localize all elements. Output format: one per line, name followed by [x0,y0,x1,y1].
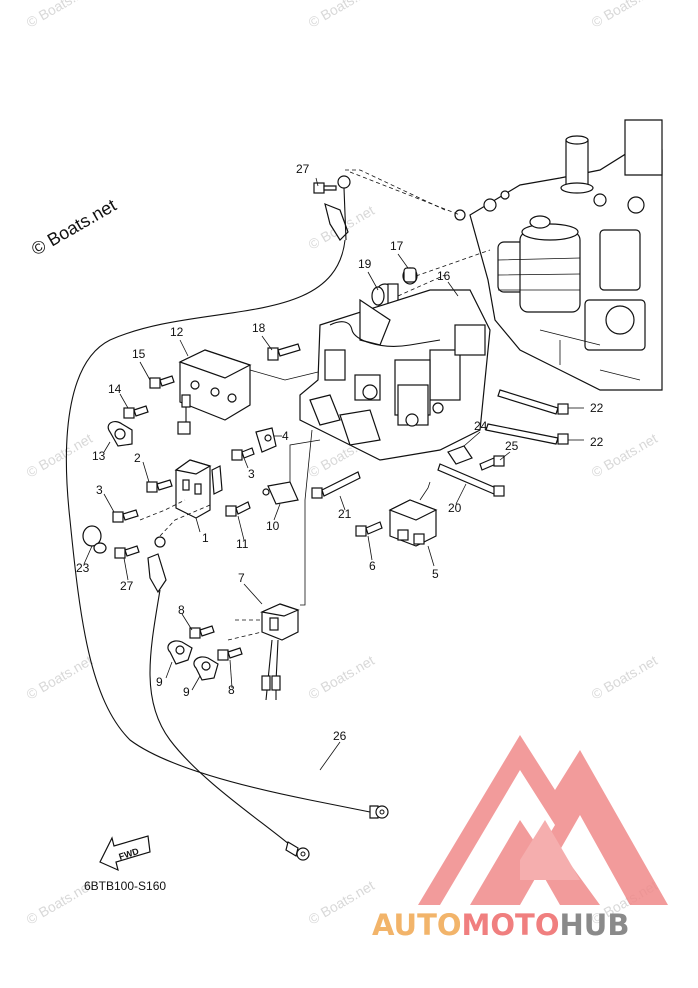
forward-arrow-icon: FWD [99,835,151,872]
callout-19: 19 [358,257,372,271]
screw-part-14 [123,405,149,419]
callout-17: 17 [390,239,404,253]
callout-3-right: 3 [248,467,255,481]
callout-27-lower: 27 [120,579,134,593]
callout-22-upper: 22 [590,401,604,415]
screw-part-15 [149,375,175,389]
callout-11: 11 [236,537,249,551]
callout-10: 10 [266,519,280,533]
callout-14: 14 [108,382,122,396]
screw-part-11 [225,501,251,517]
callout-16: 16 [437,269,451,283]
watermark: © Boats.net [24,430,96,481]
watermark: © Boats.net [589,0,661,31]
callout-22-lower: 22 [590,435,604,449]
cdi-unit-part-5 [388,499,438,547]
watermark: © Boats.net [306,652,378,703]
callout-1: 1 [202,531,209,545]
engine-block-illustration [454,119,663,391]
electrical-bracket-part-16 [299,289,491,461]
leader-line [300,429,313,606]
callout-18: 18 [252,321,266,335]
leader-dash [349,171,461,216]
screw-part-25 [479,455,505,471]
ring-terminal [369,805,389,819]
screw-part-2 [146,479,173,493]
callout-21: 21 [338,507,352,521]
bolt-part-21 [311,471,361,499]
callout-12: 12 [170,325,184,339]
clamp-part-9-lower [193,656,219,681]
leader-dash [397,274,446,297]
bolt-part-27-bottom [114,536,167,594]
leader-line [289,439,321,482]
clip-part-4 [255,427,277,453]
callout-9-upper: 9 [156,675,163,689]
callout-8-lower: 8 [228,683,235,697]
callout-27: 27 [296,162,310,176]
callout-3-left: 3 [96,483,103,497]
callout-4: 4 [282,429,289,443]
callout-15: 15 [132,347,146,361]
diagram-code: 6BTB100-S160 [84,879,166,893]
bolt-part-18 [267,343,301,361]
rectifier-part-12 [177,349,252,435]
bracket-part-24 [447,445,473,465]
leader-dash [159,504,211,537]
leader-dash [415,249,491,277]
watermark: © Boats.net [306,0,378,31]
callout-7: 7 [238,571,245,585]
bolt-part-22-lower [485,423,569,445]
bolt-part-27-top [313,175,351,241]
leader-line [249,369,319,381]
ring-terminal [285,841,310,861]
battery-cable-lower [149,589,291,846]
leader-dash [345,169,446,211]
leader-line [419,481,431,501]
callout-leaders [83,177,584,771]
watermark: © Boats.net [306,877,378,928]
callout-5: 5 [432,567,439,581]
automotohub-logo-icon [418,735,668,905]
callout-labels: 27 17 19 16 18 12 15 14 13 2 3 1 3 4 10 … [76,162,604,743]
callout-25: 25 [505,439,519,453]
callout-9-lower: 9 [183,685,190,699]
screw-part-3-left [112,509,139,523]
callout-24: 24 [474,419,488,433]
fuse-holder-part-7 [259,603,300,701]
automotohub-wordmark: AUTOMOTOHUB [372,908,629,942]
bushing-part-17 [402,267,418,285]
watermark: © Boats.net [24,0,96,31]
screw-part-8-lower [217,647,243,661]
grommet-part-23 [82,525,107,554]
callout-23: 23 [76,561,90,575]
callout-13: 13 [92,449,106,463]
callout-2: 2 [134,451,141,465]
bolt-part-20 [437,463,505,497]
watermark: © Boats.net [589,652,661,703]
svg-text:AUTOMOTOHUB: AUTOMOTOHUB [372,908,629,942]
battery-cable-upper [65,239,371,813]
screw-part-3-right [231,447,255,461]
brand-hub: HUB [560,908,630,942]
bolt-part-22-upper [497,389,569,415]
watermark: © Boats.net [24,652,96,703]
relay-part-1 [174,459,223,519]
callout-26: 26 [333,729,347,743]
watermark-main: © Boats.net [28,195,120,259]
brand-moto: MOTO [462,908,560,942]
clamp-part-9-upper [167,640,193,665]
callout-6: 6 [369,559,376,573]
bracket-part-10 [262,481,299,505]
leader-dash [227,631,263,641]
screw-part-8-upper [189,625,215,639]
brand-auto: AUTO [372,908,462,942]
screw-part-6 [355,521,383,537]
callout-8-upper: 8 [178,603,185,617]
clamp-part-13 [107,420,133,447]
callout-20: 20 [448,501,462,515]
leader-dash [139,499,186,521]
